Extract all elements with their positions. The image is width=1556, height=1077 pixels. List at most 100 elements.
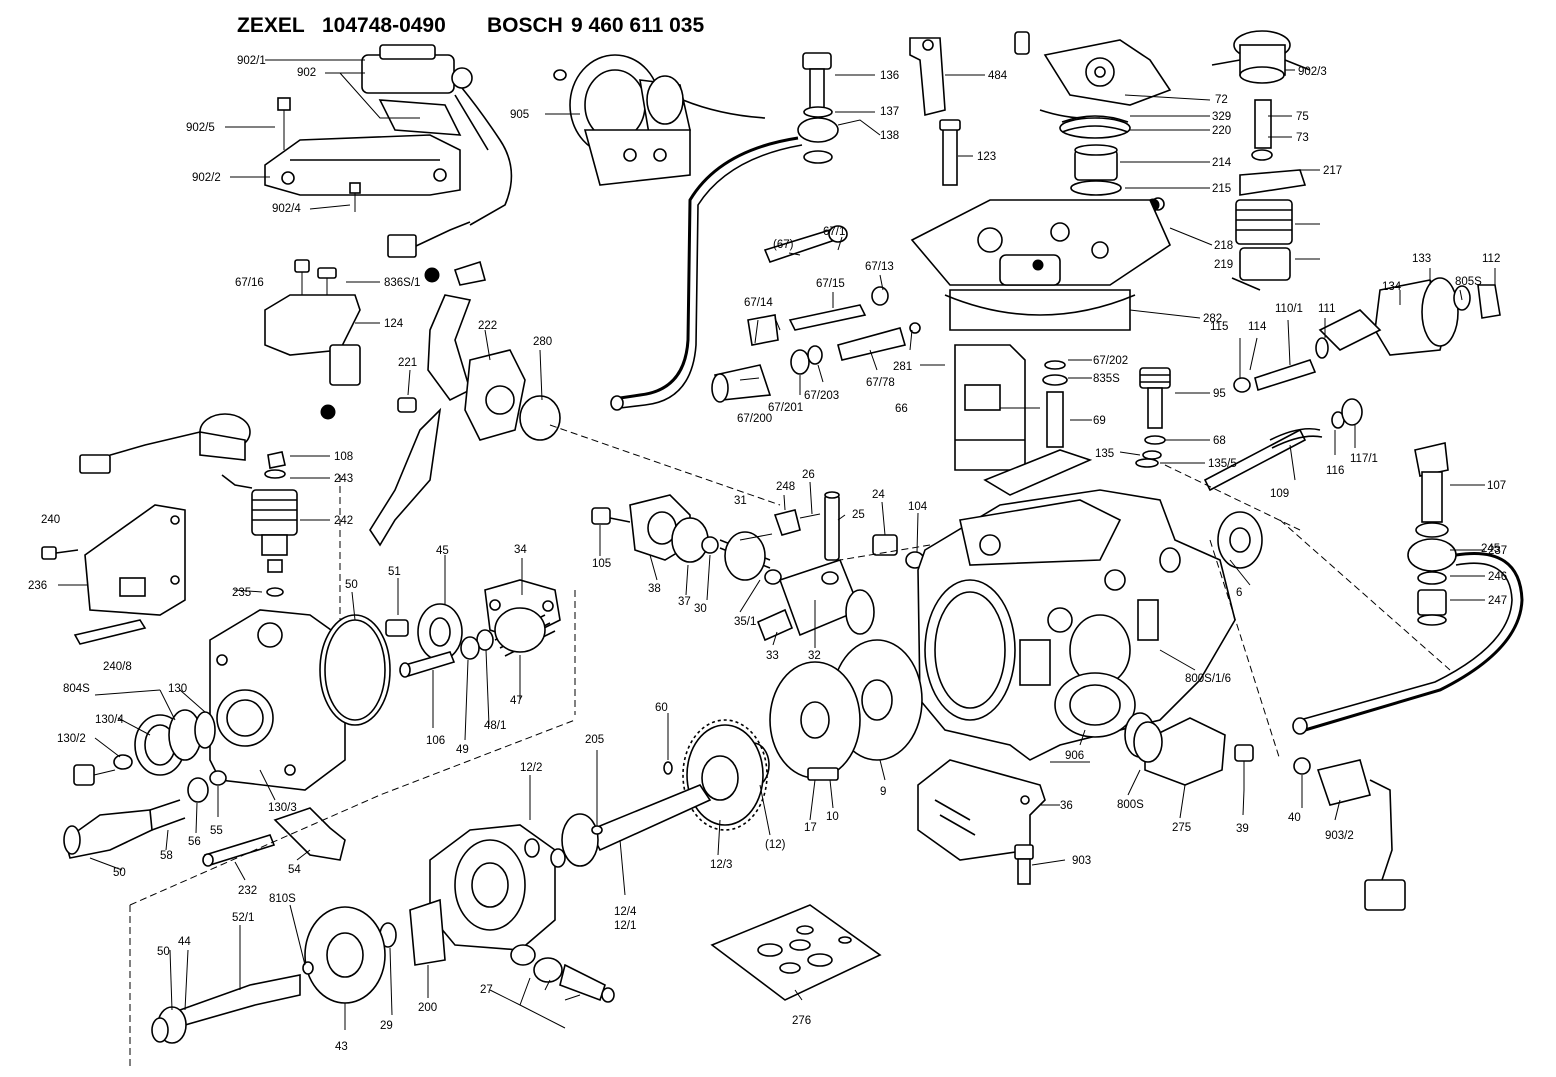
callout-label: 34: [514, 544, 527, 556]
callout-label: 37: [678, 596, 691, 608]
callout-label: 117/1: [1350, 453, 1378, 465]
callout-label: 39: [1236, 823, 1249, 835]
header-brand-bosch: BOSCH: [487, 14, 563, 37]
callout-label: 49: [456, 744, 469, 756]
callout-label: 12/1: [614, 920, 636, 932]
callout-label: 50: [345, 579, 358, 591]
part-plunger-group-34: [591, 494, 875, 642]
callout-label: 329: [1212, 111, 1231, 123]
part-control-unit-95: [954, 344, 1093, 496]
callout-label: 40: [1288, 812, 1301, 824]
part-pipe-line: [610, 52, 839, 411]
callout-label: 136: [880, 70, 899, 82]
callout-labels: 902/1902902/5902/2902/490513613713848472…: [0, 0, 1507, 1053]
part-adjuster-902-3: [1211, 30, 1311, 291]
callout-label: 108: [334, 451, 353, 463]
callout-label: 67/203: [804, 390, 839, 402]
callout-label: 130/4: [95, 714, 124, 726]
callout-label: 130: [168, 683, 187, 695]
part-solenoid-assembly-902: [264, 44, 513, 283]
callout-label: 906: [1065, 750, 1084, 762]
callout-label: 67/16: [235, 277, 264, 289]
callout-label: 130/3: [268, 802, 297, 814]
part-cover-39: [1133, 717, 1254, 790]
part-pins-24: [773, 491, 925, 569]
callout-label: 32: [808, 650, 821, 662]
callout-label: 135: [1095, 448, 1114, 460]
callout-label: 243: [334, 473, 353, 485]
callout-label: 242: [334, 515, 353, 527]
callout-label: (12): [765, 839, 786, 851]
callout-label: 10: [826, 811, 839, 823]
part-lever-assembly: [909, 31, 1172, 120]
callout-label: 205: [585, 734, 604, 746]
part-clip-232: [202, 807, 346, 867]
callout-label: 111: [1318, 303, 1335, 315]
part-sensor-903: [1293, 757, 1406, 911]
callout-label: 67/200: [737, 413, 772, 425]
callout-label: 138: [880, 130, 899, 142]
part-valve-130: [73, 709, 216, 786]
callout-label: 282: [1203, 313, 1222, 325]
callout-label: 800S: [1117, 799, 1144, 811]
part-drive-gear-12: [561, 719, 768, 867]
callout-label: 115: [1210, 321, 1228, 333]
part-rotor-group: [151, 824, 615, 1044]
callout-label: 27: [480, 984, 493, 996]
callout-label: 66: [895, 403, 908, 415]
callout-label: 67/13: [865, 261, 894, 273]
callout-label: 902: [297, 67, 316, 79]
callout-label: 123: [977, 151, 996, 163]
part-sensor-240: [79, 413, 298, 597]
part-bracket-221: [264, 259, 361, 420]
callout-label: 6: [1236, 587, 1242, 599]
header-part-number-zexel: 104748-0490: [322, 14, 446, 37]
part-lever-280: [369, 260, 561, 547]
callout-label: 110/1: [1275, 303, 1303, 315]
callout-label: 51: [388, 566, 401, 578]
callout-label: 836S/1: [384, 277, 420, 289]
callout-label: 134: [1382, 281, 1402, 293]
callout-label: 248: [776, 481, 795, 493]
callout-label: 903/2: [1325, 830, 1354, 842]
callout-label: 116: [1326, 465, 1344, 477]
callout-label: 109: [1270, 488, 1289, 500]
callout-label: 50: [113, 867, 126, 879]
callout-label: 220: [1212, 125, 1231, 137]
callout-label: 236: [28, 580, 47, 592]
part-plates-6: [736, 639, 923, 788]
callout-label: 47: [510, 695, 523, 707]
callout-label: 114: [1248, 321, 1267, 333]
callout-label: 67/202: [1093, 355, 1128, 367]
callout-label: 902/1: [237, 55, 266, 67]
part-lever-805S: [1203, 277, 1501, 492]
callout-label: 222: [478, 320, 497, 332]
callout-label: 26: [802, 469, 815, 481]
callout-label: (67): [773, 239, 794, 251]
callout-label: 240/8: [103, 661, 132, 673]
header-part-number-bosch: 9 460 611 035: [571, 14, 704, 37]
part-governor-springs: [1059, 115, 1165, 212]
callout-label: 219: [1214, 259, 1233, 271]
callout-label: 106: [426, 735, 445, 747]
callout-label: 124: [384, 318, 404, 330]
callout-label: 902/3: [1298, 66, 1327, 78]
callout-label: 235: [232, 587, 251, 599]
callout-label: 905: [510, 109, 529, 121]
callout-label: 33: [766, 650, 779, 662]
callout-label: 12/2: [520, 762, 542, 774]
callout-label: 280: [533, 336, 552, 348]
callout-label: 805S: [1455, 276, 1482, 288]
callout-label: 45: [436, 545, 449, 557]
callout-label: 58: [160, 850, 173, 862]
header-brand-zexel: ZEXEL: [237, 14, 305, 37]
callout-label: 112: [1482, 253, 1500, 265]
callout-label: 214: [1212, 157, 1232, 169]
callout-label: 48/1: [484, 720, 506, 732]
part-nozzle-58: [63, 770, 227, 859]
part-banjo-pipe-246: [1292, 442, 1524, 735]
callout-label: 30: [694, 603, 707, 615]
part-drawings: [41, 30, 1524, 1070]
callout-label: 275: [1172, 822, 1191, 834]
